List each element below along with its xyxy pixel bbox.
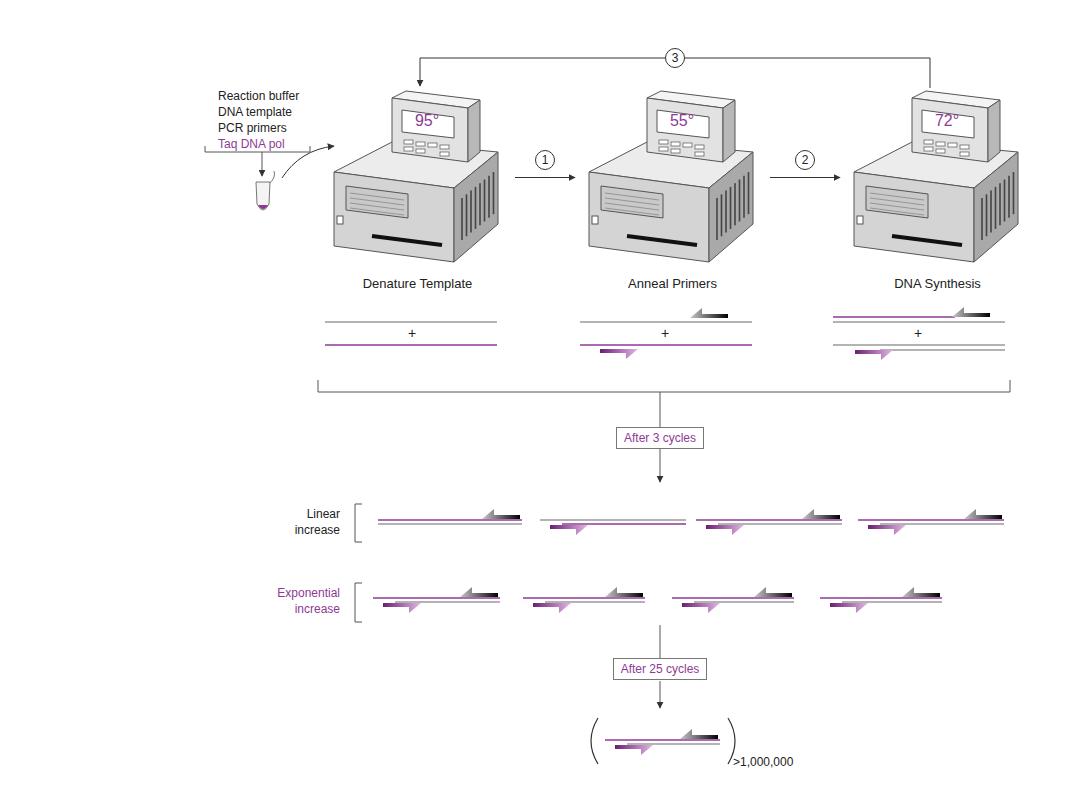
reagent-arrow bbox=[262, 152, 263, 176]
cycle-arrow bbox=[770, 177, 840, 178]
cycle-box: After 25 cycles bbox=[613, 658, 708, 680]
row-label: Linear increase bbox=[260, 506, 340, 538]
row-bracket bbox=[355, 583, 362, 622]
plus-sign: + bbox=[408, 325, 416, 341]
cycle-box: After 3 cycles bbox=[616, 427, 704, 449]
cycler-step: 55°Anneal Primers bbox=[585, 90, 760, 265]
dna-strands bbox=[325, 307, 1005, 755]
flow-arrow bbox=[660, 449, 661, 482]
step-caption: Anneal Primers bbox=[560, 276, 785, 292]
flow-line bbox=[660, 625, 661, 658]
plus-sign: + bbox=[914, 325, 922, 341]
copy-count: >1,000,000 bbox=[733, 754, 793, 770]
row-label: Exponential increase bbox=[250, 585, 340, 617]
callout-number: 3 bbox=[665, 48, 685, 68]
flow-arrow bbox=[660, 681, 661, 708]
load-arrow bbox=[282, 146, 334, 178]
cycle-count: After 25 cycles bbox=[621, 661, 700, 677]
reagent-label: Taq DNA pol bbox=[218, 136, 285, 152]
parenthesis bbox=[591, 718, 598, 764]
reagent-label: Reaction buffer bbox=[218, 88, 299, 104]
step-caption: DNA Synthesis bbox=[825, 276, 1050, 292]
cycle-bracket bbox=[318, 380, 1010, 392]
reagent-label: DNA template bbox=[218, 104, 292, 120]
temperature-display: 55° bbox=[657, 111, 707, 131]
cycle-arrow bbox=[515, 177, 575, 178]
step-caption: Denature Template bbox=[305, 276, 530, 292]
cycle-count: After 3 cycles bbox=[624, 430, 696, 446]
temperature-display: 95° bbox=[402, 111, 452, 131]
temperature-display: 72° bbox=[922, 111, 972, 131]
reagent-label: PCR primers bbox=[218, 120, 287, 136]
plus-sign: + bbox=[661, 325, 669, 341]
row-bracket bbox=[355, 504, 362, 542]
sample-tube bbox=[256, 171, 275, 210]
cycler-step: 72°DNA Synthesis bbox=[850, 90, 1025, 265]
callout-number: 2 bbox=[795, 150, 815, 170]
cycler-step: 95°Denature Template bbox=[330, 90, 505, 265]
callout-number: 1 bbox=[535, 150, 555, 170]
flow-line bbox=[660, 392, 661, 428]
